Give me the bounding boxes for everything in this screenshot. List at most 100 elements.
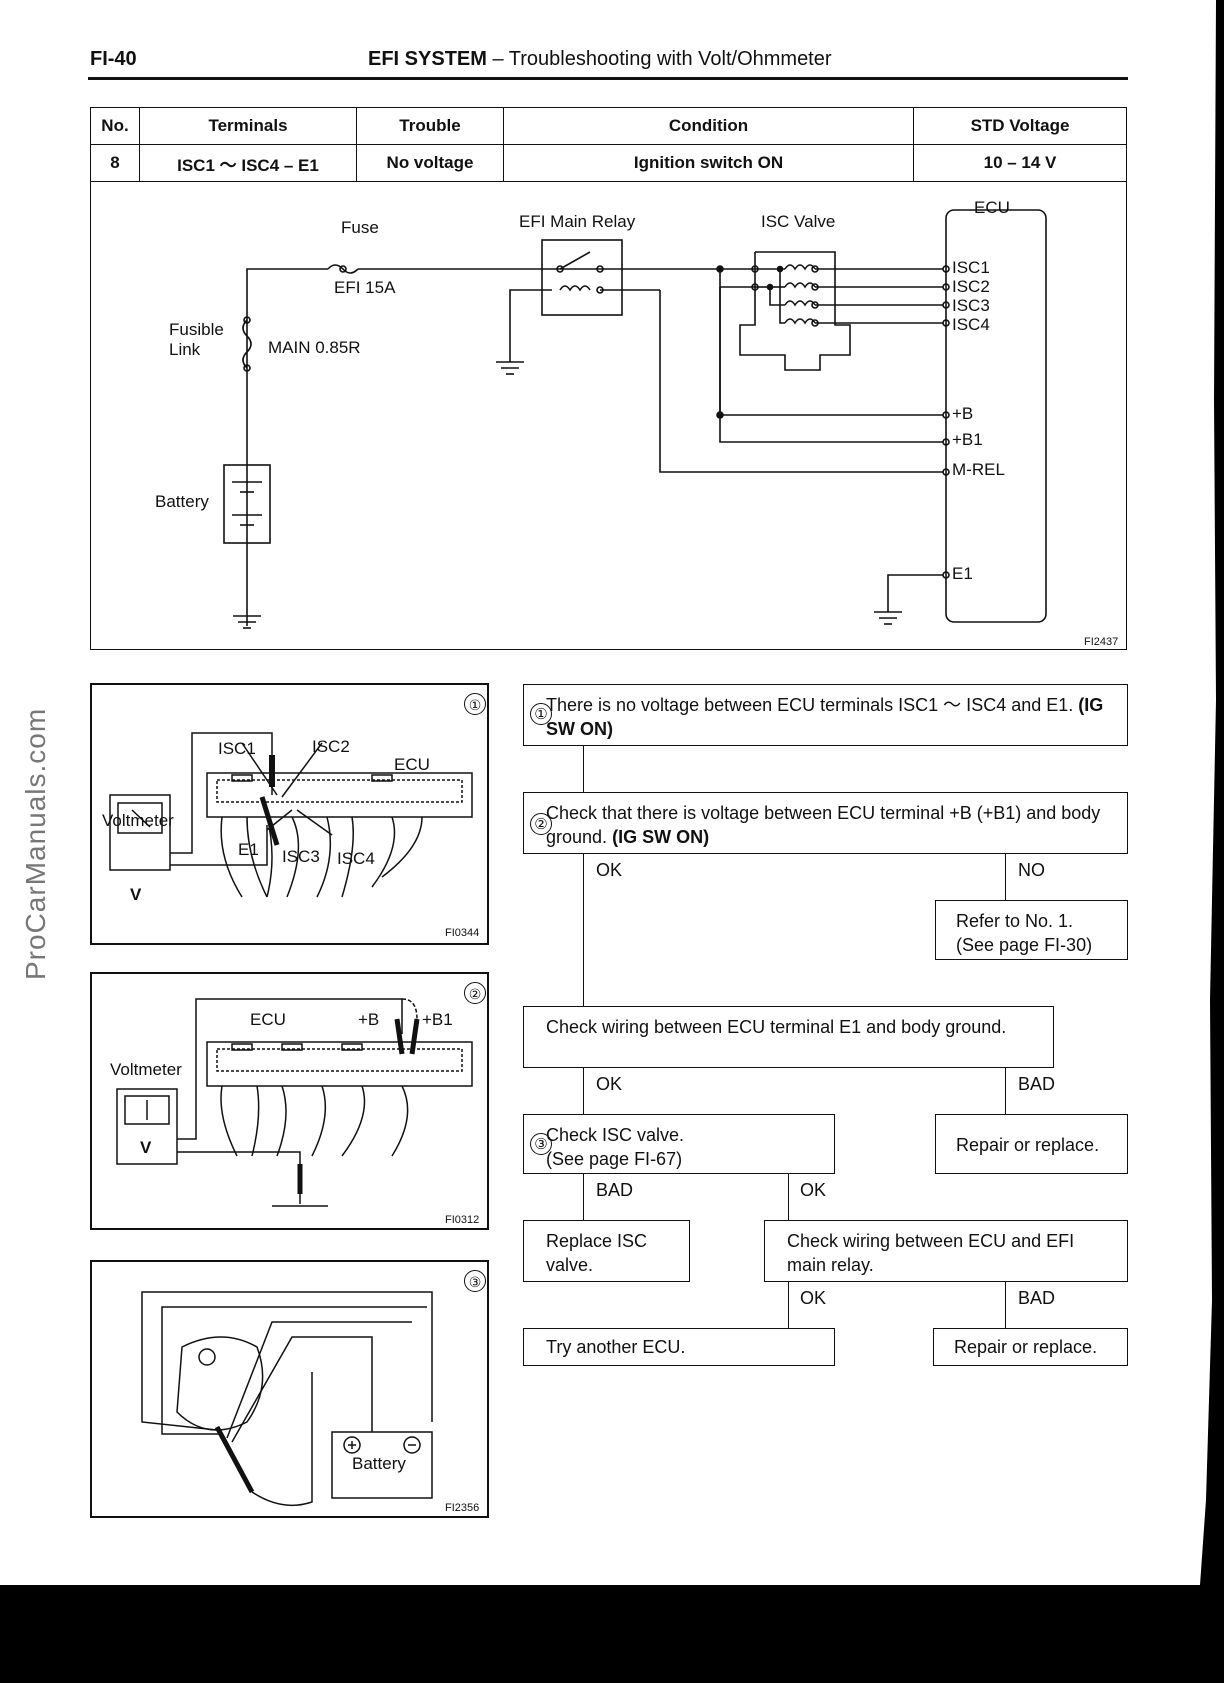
spec-table: No. Terminals Trouble Condition STD Volt… (90, 107, 1127, 182)
flow-step-3-text: Check ISC valve. (See page FI-67) (546, 1125, 685, 1169)
flow-bad-1: BAD (1018, 1074, 1056, 1094)
figure-3: ③ Battery FI2356 (90, 1260, 489, 1518)
flow-step-2-bold: (IG SW ON) (612, 827, 710, 847)
main-link-label: MAIN 0.85R (268, 338, 361, 357)
terminal-isc3: ISC3 (952, 296, 990, 315)
watermark: ProCarManuals.com (20, 707, 51, 980)
flow-step-3-number: ③ (530, 1133, 552, 1155)
flow-line-ok-2 (583, 1068, 584, 1114)
terminal-isc2: ISC2 (952, 277, 990, 296)
flow-repair-2: Repair or replace. (933, 1328, 1128, 1366)
flow-try-ecu-text: Try another ECU. (546, 1337, 686, 1357)
flow-line-1 (583, 746, 584, 792)
ecu-label: ECU (974, 198, 1010, 217)
flow-repair-1: Repair or replace. (935, 1114, 1128, 1174)
col-std-voltage: STD Voltage (913, 107, 1127, 145)
spec-data-row: 8 ISC1 ～ ISC4 – E1 No voltage Ignition s… (90, 144, 1127, 182)
flow-line-bad-1 (1005, 1068, 1006, 1114)
fig1-isc4: ISC4 (337, 849, 375, 868)
flow-replace-isc: Replace ISC valve. (523, 1220, 690, 1282)
figure-2: ② ECU +B +B1 Voltmeter V FI0312 (90, 972, 489, 1230)
flow-step-1: ① There is no voltage between ECU termin… (523, 684, 1128, 746)
fusible-link-label: Fusible Link (169, 320, 224, 359)
flow-check-e1-text: Check wiring between ECU terminal E1 and… (546, 1017, 1007, 1037)
flow-check-e1: Check wiring between ECU terminal E1 and… (523, 1006, 1054, 1068)
col-condition: Condition (503, 107, 914, 145)
spec-header-row: No. Terminals Trouble Condition STD Volt… (90, 107, 1127, 145)
fig2-b1: +B1 (422, 1010, 453, 1029)
col-no: No. (90, 107, 140, 145)
flow-line-bad-3 (1005, 1282, 1006, 1328)
flow-refer-box: Refer to No. 1. (See page FI-30) (935, 900, 1128, 960)
cell-std-voltage: 10 – 14 V (913, 144, 1127, 182)
flow-try-ecu: Try another ECU. (523, 1328, 835, 1366)
flow-line-no-1 (1005, 854, 1006, 900)
flow-line-bad-2 (583, 1174, 584, 1220)
cell-condition: Ignition switch ON (503, 144, 914, 182)
fig1-isc3: ISC3 (282, 847, 320, 866)
figure-2-illustration (116, 998, 473, 1207)
figure-1: ① ISC1 ISC2 ECU Voltmeter E1 ISC3 ISC4 V… (90, 683, 489, 945)
flow-step-2: ② Check that there is voltage between EC… (523, 792, 1128, 854)
flow-repair-2-text: Repair or replace. (954, 1337, 1098, 1357)
terminal-b: +B (952, 404, 974, 423)
flow-repair-1-text: Repair or replace. (956, 1135, 1100, 1155)
figure-2-code: FI0312 (445, 1214, 480, 1226)
flow-line-ok-4 (788, 1282, 789, 1328)
flow-bad-2: BAD (596, 1180, 634, 1200)
page-title-bold: EFI SYSTEM (368, 48, 487, 70)
flow-no-1: NO (1018, 860, 1045, 880)
terminal-isc4: ISC4 (952, 315, 990, 334)
col-trouble: Trouble (356, 107, 504, 145)
isc-valve-label: ISC Valve (761, 212, 836, 231)
scan-shadow-right (1200, 0, 1224, 1585)
flow-line-ok-1 (583, 854, 584, 1006)
flow-ok-4: OK (800, 1288, 827, 1308)
flow-step-1-bold: (IG SW ON) (546, 695, 1104, 739)
page-title-rest: – Troubleshooting with Volt/Ohmmeter (486, 48, 832, 70)
flow-replace-isc-text: Replace ISC valve. (546, 1231, 648, 1275)
page-title: EFI SYSTEM – Troubleshooting with Volt/O… (368, 48, 832, 71)
flow-step-1-number: ① (530, 703, 552, 725)
circuit-fig-code: FI2437 (1084, 636, 1119, 648)
flow-check-relay-text: Check wiring between ECU and EFI main re… (787, 1231, 1075, 1275)
relay-label: EFI Main Relay (519, 212, 636, 231)
fig1-e1: E1 (238, 840, 259, 859)
page-id: FI-40 (90, 48, 137, 70)
figure-3-code: FI2356 (445, 1502, 480, 1514)
flow-line-ok-3 (788, 1174, 789, 1220)
fig1-voltmeter: Voltmeter (102, 811, 174, 830)
figure-2-number: ② (464, 982, 486, 1004)
fig1-isc1: ISC1 (218, 739, 256, 758)
fig1-ecu: ECU (394, 755, 430, 774)
flow-step-2-text: Check that there is voltage between ECU … (546, 803, 1101, 847)
figure-3-illustration (141, 1291, 433, 1507)
terminal-e1: E1 (952, 564, 973, 583)
fuse-rating-label: EFI 15A (334, 278, 396, 297)
fig1-v: V (130, 885, 142, 904)
fig3-battery: Battery (352, 1454, 406, 1473)
flow-bad-3: BAD (1018, 1288, 1056, 1308)
flow-step-2-number: ② (530, 813, 552, 835)
flow-step-3: ③ Check ISC valve. (See page FI-67) (523, 1114, 835, 1174)
col-terminals: Terminals (139, 107, 357, 145)
figure-3-number: ③ (464, 1270, 486, 1292)
flow-ok-2: OK (596, 1074, 623, 1094)
cell-terminals: ISC1 ～ ISC4 – E1 (139, 144, 357, 182)
scan-shadow-bottom (0, 1585, 1224, 1683)
fig2-voltmeter: Voltmeter (110, 1060, 182, 1079)
flow-ok-1: OK (596, 860, 623, 880)
circuit-diagram: Fuse EFI 15A Fusible Link MAIN 0.85R Bat… (90, 180, 1127, 650)
flow-refer-text: Refer to No. 1. (See page FI-30) (956, 911, 1093, 955)
flow-ok-3: OK (800, 1180, 827, 1200)
terminal-isc1: ISC1 (952, 258, 990, 277)
fig2-b: +B (358, 1010, 380, 1029)
fig2-v: V (140, 1138, 152, 1157)
fuse-label: Fuse (341, 218, 379, 237)
flow-check-relay: Check wiring between ECU and EFI main re… (764, 1220, 1128, 1282)
fig2-ecu: ECU (250, 1010, 286, 1029)
cell-trouble: No voltage (356, 144, 504, 182)
figure-1-illustration (109, 732, 473, 898)
flow-step-1-text: There is no voltage between ECU terminal… (546, 695, 1074, 715)
header-rule (88, 77, 1128, 80)
